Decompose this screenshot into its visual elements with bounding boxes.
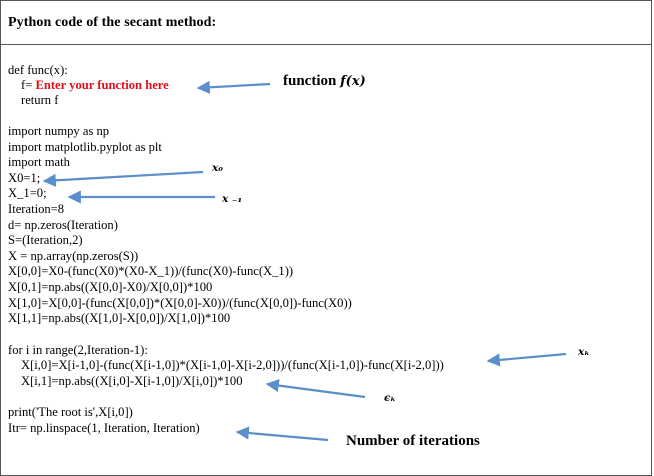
arrow-iterations: [235, 426, 329, 442]
x0-annotation: x₀: [212, 162, 223, 174]
code-line-itr: Itr= np.linspace(1, Iteration, Iteration…: [8, 421, 200, 435]
function-placeholder: Enter your function here: [35, 78, 169, 92]
code-line-x0: X0=1;: [8, 171, 41, 185]
arrow-xk: [486, 352, 567, 367]
code-line-import-plt: import matplotlib.pyplot as plt: [8, 140, 162, 154]
code-line-import-math: import math: [8, 155, 70, 169]
function-annotation: function f(x): [283, 73, 366, 90]
code-line-x-array: X = np.array(np.zeros(S)): [8, 249, 139, 263]
title-frame: [0, 0, 652, 44]
code-line-return: return f: [21, 93, 59, 107]
code-line-x-1: X_1=0;: [8, 186, 47, 200]
code-f-prefix: f=: [21, 78, 36, 92]
function-annotation-math: f(x): [340, 74, 366, 89]
arrow-x0: [42, 170, 204, 187]
code-line-def: def func(x):: [8, 63, 68, 77]
code-line-x01: X[0,1]=np.abs((X[0,0]-X0)/X[0,0])*100: [8, 280, 213, 294]
code-line-print: print('The root is',X[i,0]): [8, 405, 133, 419]
code-line-import-numpy: import numpy as np: [8, 124, 110, 138]
ek-annotation: ϵₖ: [384, 392, 396, 404]
code-line-x11: X[1,1]=np.abs((X[1,0]-X[0,0])/X[1,0])*10…: [8, 311, 231, 325]
xk-annotation: xₖ: [578, 346, 590, 358]
code-line-f: f= Enter your function here: [21, 78, 169, 94]
code-line-iteration: Iteration=8: [8, 202, 65, 216]
x-minus1-annotation: x ₋₁: [222, 193, 243, 205]
iterations-annotation: Number of iterations: [346, 433, 480, 449]
code-line-loop-x: X[i,0]=X[i-1,0]-(func(X[i-1,0])*(X[i-1,0…: [21, 358, 444, 372]
arrow-function: [196, 80, 271, 94]
page-title: Python code of the secant method:: [8, 15, 217, 30]
arrow-ek: [265, 379, 366, 399]
code-line-x00: X[0,0]=X0-(func(X0)*(X0-X_1))/(func(X0)-…: [8, 264, 294, 278]
code-line-s: S=(Iteration,2): [8, 233, 83, 247]
code-line-x10: X[1,0]=X[0,0]-(func(X[0,0])*(X[0,0]-X0))…: [8, 296, 352, 310]
code-line-for: for i in range(2,Iteration-1):: [8, 343, 148, 357]
code-line-loop-err: X[i,1]=np.abs((X[i,0]-X[i-1,0])/X[i,0])*…: [21, 374, 243, 388]
code-line-d: d= np.zeros(Iteration): [8, 218, 118, 232]
function-annotation-label: function: [283, 73, 341, 89]
